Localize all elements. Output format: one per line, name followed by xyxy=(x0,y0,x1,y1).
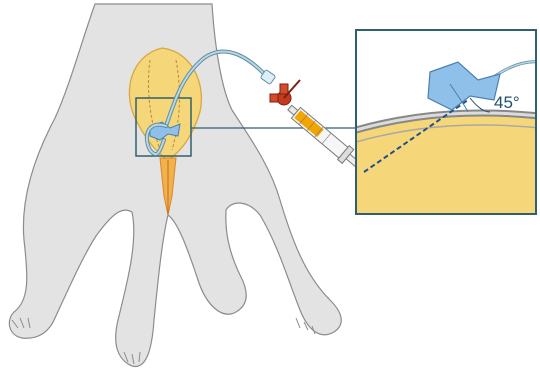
three-way-stopcock xyxy=(270,80,300,105)
angle-label: 45° xyxy=(494,93,520,113)
inset-magnified-view xyxy=(356,30,540,214)
